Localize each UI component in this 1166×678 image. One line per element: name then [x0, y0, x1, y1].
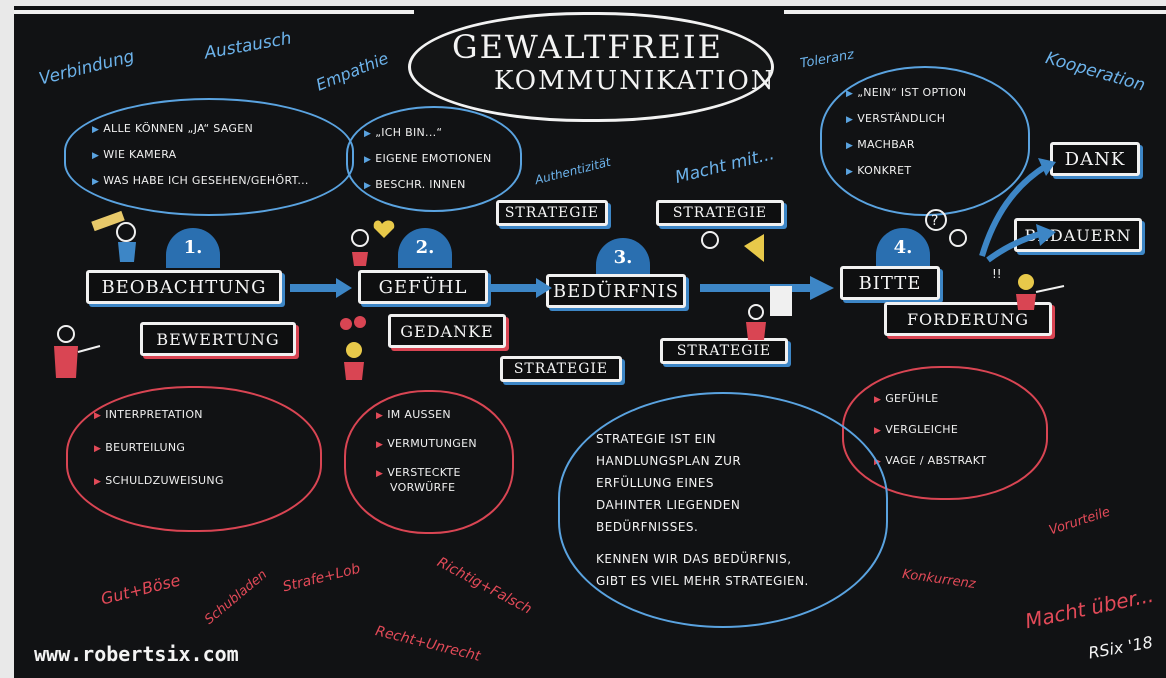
cloud-feeling-item: ▶EIGENE EMOTIONEN — [364, 152, 492, 165]
red-cloud-4-item: ▶GEFÜHLE — [874, 392, 939, 405]
word-recht-unrecht: Recht+Unrecht — [373, 623, 483, 665]
strategie-banner-bottom-left: STRATEGIE — [500, 356, 622, 382]
red-cloud-4-item: ▶VERGLEICHE — [874, 423, 959, 436]
word-macht-mit: Macht mit... — [673, 144, 777, 188]
signature: RSix '18 — [1086, 632, 1155, 663]
red-cloud-2-item: VORWÜRFE — [390, 481, 456, 494]
figure-judge-icon — [54, 325, 101, 378]
contrast-banner-bewertung: BEWERTUNG — [140, 322, 296, 356]
red-cloud-4-item: ▶VAGE / ABSTRAKT — [874, 454, 987, 467]
word-empathie: Empathie — [313, 48, 392, 95]
contrast-banner-gedanke: GEDANKE — [388, 314, 506, 348]
cloud-feeling-list: ▶„ICH BIN...“ ▶EIGENE EMOTIONEN ▶BESCHR.… — [364, 126, 492, 204]
strategy-cloud-line5: BEDÜRFNISSES. — [596, 520, 699, 534]
step-banner-gefuehl: GEFÜHL — [358, 270, 488, 304]
strategy-cloud-line2: HANDLUNGSPLAN ZUR — [596, 454, 742, 468]
word-macht-ueber: Macht über... — [1022, 582, 1156, 634]
arrow-2-3-icon — [490, 278, 552, 298]
red-cloud-4-list: ▶GEFÜHLE ▶VERGLEICHE ▶VAGE / ABSTRAKT — [874, 392, 986, 480]
step-banner-beobachtung: BEOBACHTUNG — [86, 270, 282, 304]
red-cloud-1-item: ▶INTERPRETATION — [94, 408, 203, 421]
word-richtig-falsch: Richtig+Falsch — [434, 554, 535, 618]
cloud-request-item: ▶MACHBAR — [846, 138, 915, 151]
cloud-observation-list: ▶ALLE KÖNNEN „JA“ SAGEN ▶WIE KAMERA ▶WAS… — [92, 122, 309, 200]
cloud-request-list: ▶„NEIN“ IST OPTION ▶VERSTÄNDLICH ▶MACHBA… — [846, 86, 966, 190]
figure-megaphone-icon — [701, 231, 764, 262]
strategy-cloud-text: STRATEGIE IST EIN HANDLUNGSPLAN ZUR ERFÜ… — [596, 428, 809, 592]
word-konkurrenz: Konkurrenz — [901, 566, 977, 593]
svg-text:!!: !! — [992, 267, 1002, 281]
cloud-feeling-item: ▶„ICH BIN...“ — [364, 126, 443, 139]
frame-line-top-right — [784, 10, 1166, 14]
word-verbindung: Verbindung — [37, 46, 137, 90]
strategy-cloud-line3: ERFÜLLUNG EINES — [596, 476, 715, 490]
red-cloud-1-item: ▶SCHULDZUWEISUNG — [94, 474, 224, 487]
step-number-4: 4. — [876, 228, 930, 268]
arrow-3-4-icon — [700, 276, 834, 300]
strategy-cloud-line7: GIBT ES VIEL MEHR STRATEGIEN. — [596, 574, 809, 588]
word-toleranz: Toleranz — [799, 47, 856, 72]
title-line2: KOMMUNIKATION — [494, 66, 776, 96]
step-number-2: 2. — [398, 228, 452, 268]
red-cloud-2-item: ▶VERSTECKTE — [376, 466, 461, 479]
step-banner-beduerfnis: BEDÜRFNIS — [546, 274, 686, 308]
red-cloud-1-list: ▶INTERPRETATION ▶BEURTEILUNG ▶SCHULDZUWE… — [94, 408, 224, 500]
strategie-banner-bottom-right: STRATEGIE — [660, 338, 788, 364]
red-cloud-1-item: ▶BEURTEILUNG — [94, 441, 186, 454]
arrow-to-dank-icon — [979, 158, 1056, 257]
red-cloud-1 — [66, 386, 322, 532]
cloud-request-item: ▶VERSTÄNDLICH — [846, 112, 946, 125]
arrow-1-2-icon — [290, 278, 352, 298]
word-kooperation: Kooperation — [1043, 48, 1148, 96]
word-gut-boese: Gut+Böse — [98, 570, 183, 609]
website-text: www.robertsix.com — [34, 642, 239, 666]
figure-telescope-icon — [91, 210, 136, 262]
cloud-feeling-item: ▶BESCHR. INNEN — [364, 178, 466, 191]
step-number-3: 3. — [596, 238, 650, 278]
strategy-cloud-line4: DAHINTER LIEGENDEN — [596, 498, 741, 512]
word-vorurteile: Vorurteile — [1047, 504, 1113, 539]
strategy-cloud-line6: KENNEN WIR DAS BEDÜRFNIS, — [596, 552, 792, 566]
word-authentizitaet: Authentizität — [533, 154, 613, 188]
step-arrows — [290, 276, 834, 300]
figure-thinking-icon — [340, 316, 366, 380]
word-strafe-lob: Strafe+Lob — [281, 560, 363, 596]
cloud-request-item: ▶„NEIN“ IST OPTION — [846, 86, 967, 99]
outcome-arrows — [979, 158, 1056, 263]
red-cloud-2-item: ▶IM AUSSEN — [376, 408, 451, 421]
red-cloud-2-item: ▶VERMUTUNGEN — [376, 437, 477, 450]
frame-line-top-left — [14, 10, 414, 14]
cloud-observation-item: ▶WAS HABE ICH GESEHEN/GEHÖRT... — [92, 174, 309, 187]
title-line1: GEWALTFREIE — [452, 28, 723, 66]
outcome-banner-dank: DANK — [1050, 142, 1140, 176]
red-cloud-2 — [344, 390, 514, 534]
title-cloud — [408, 12, 774, 122]
figure-question-icon: ? — [925, 209, 967, 247]
figure-presenter-icon — [746, 286, 792, 340]
svg-text:?: ? — [931, 213, 938, 229]
figure-heart-icon — [351, 220, 395, 266]
word-austausch: Austausch — [202, 28, 294, 64]
chalkboard: GEWALTFREIE KOMMUNIKATION Verbindung Aus… — [14, 6, 1166, 678]
strategy-cloud-line1: STRATEGIE IST EIN — [596, 432, 717, 446]
cloud-observation-item: ▶WIE KAMERA — [92, 148, 177, 161]
strategy-cloud — [558, 392, 888, 628]
word-schubladen: Schubladen — [202, 567, 271, 628]
arrow-to-bedauern-icon — [986, 224, 1056, 263]
cloud-feeling — [346, 106, 522, 212]
cloud-request-item: ▶KONKRET — [846, 164, 912, 177]
strategie-banner-top-right: STRATEGIE — [656, 200, 784, 226]
strategie-banner-top-left: STRATEGIE — [496, 200, 608, 226]
step-banner-bitte: BITTE — [840, 266, 940, 300]
cloud-observation-item: ▶ALLE KÖNNEN „JA“ SAGEN — [92, 122, 253, 135]
step-number-1: 1. — [166, 228, 220, 268]
cloud-request — [820, 66, 1030, 216]
figure-pointing-icon: !! — [992, 267, 1065, 310]
red-cloud-2-list: ▶IM AUSSEN ▶VERMUTUNGEN ▶VERSTECKTE VORW… — [376, 408, 477, 507]
